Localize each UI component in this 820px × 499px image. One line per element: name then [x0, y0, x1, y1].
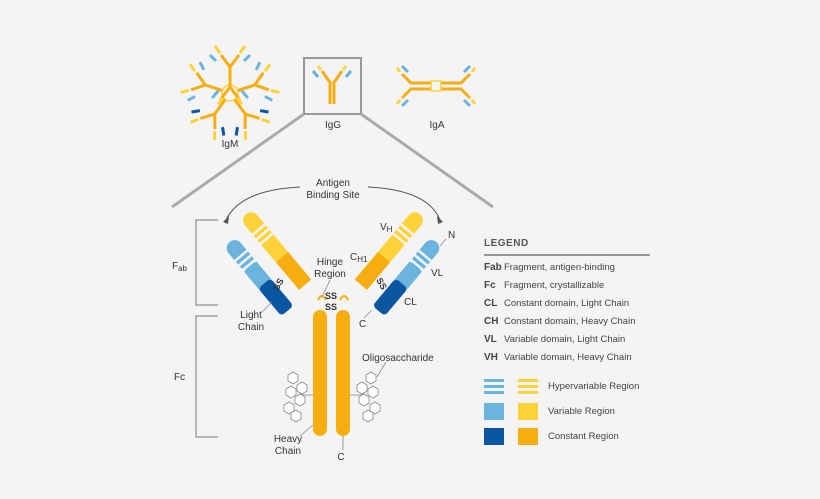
fab-bracket	[195, 219, 218, 306]
legend-desc: Constant domain, Heavy Chain	[504, 316, 636, 327]
fab-label: Fab	[172, 261, 188, 273]
antigen-binding-label-2: Binding Site	[306, 190, 360, 201]
igg-highlight-box	[303, 57, 362, 115]
oligosaccharide-label: Oligosaccharide	[362, 353, 434, 364]
heavy-chain-label-2: Chain	[275, 446, 301, 457]
hinge-connector-right	[339, 295, 349, 301]
light-chain-pointer	[261, 301, 273, 313]
constant-heavy-swatch	[518, 428, 538, 445]
oligosaccharide-left-icon	[283, 371, 313, 423]
legend-row-cl: CL Constant domain, Light Chain	[484, 298, 650, 316]
legend-abbr: VL	[484, 334, 497, 345]
c-terminal-light-label: C	[359, 319, 366, 330]
hypervariable-light-swatch	[484, 378, 504, 395]
zoom-line-left	[171, 112, 305, 209]
legend-desc: Variable domain, Heavy Chain	[504, 352, 632, 363]
heavy-chain-label-1: Heavy	[274, 434, 302, 445]
zoom-line-right	[360, 112, 494, 209]
igg-label: IgG	[325, 120, 341, 131]
legend-abbr: VH	[484, 352, 498, 363]
legend-row-ch: CH Constant domain, Heavy Chain	[484, 316, 650, 334]
iga-label: IgA	[429, 120, 444, 131]
swatch-label: Hypervariable Region	[548, 381, 640, 392]
oligosaccharide-pointer	[376, 361, 387, 378]
n-terminal-label: N	[448, 230, 455, 241]
heavy-chain-stem-right	[336, 310, 350, 436]
antigen-binding-label-1: Antigen	[316, 178, 350, 189]
light-chain-label-1: Light	[240, 310, 262, 321]
antigen-arc-right	[367, 186, 441, 221]
hinge-label-2: Region	[314, 269, 346, 280]
legend-row-vl: VL Variable domain, Light Chain	[484, 334, 650, 352]
ss-bond-hinge-2: SS	[325, 302, 337, 312]
hinge-connector-left	[317, 295, 327, 301]
variable-light-swatch	[484, 403, 504, 420]
legend-row-fab: Fab Fragment, antigen-binding	[484, 262, 650, 280]
c-terminal-light-pointer	[363, 309, 373, 319]
hinge-pointer	[321, 279, 331, 298]
constant-light-swatch	[484, 428, 504, 445]
igm-label: IgM	[222, 139, 239, 150]
legend-row-fc: Fc Fragment, crystallizable	[484, 280, 650, 298]
igg-monomer-icon	[311, 65, 353, 104]
fc-bracket	[195, 315, 218, 438]
ss-bond-hinge-1: SS	[325, 291, 337, 301]
ch1-label: CH1	[350, 252, 368, 264]
antigen-arc-left	[225, 186, 301, 221]
legend-abbr: CL	[484, 298, 498, 309]
legend-row-vh: VH Variable domain, Heavy Chain	[484, 352, 650, 370]
vl-label: VL	[431, 268, 444, 279]
legend-abbr: Fab	[484, 262, 502, 273]
legend-abbr: CH	[484, 316, 499, 327]
legend-desc: Fragment, antigen-binding	[504, 262, 615, 273]
left-arm: SS	[226, 212, 312, 315]
cl-label: CL	[404, 297, 417, 308]
legend-desc: Fragment, crystallizable	[504, 280, 605, 291]
oligosaccharide-right-icon	[350, 371, 381, 423]
hypervariable-heavy-swatch	[518, 378, 538, 395]
heavy-chain-pointer	[299, 424, 314, 437]
arrow-right-icon	[437, 216, 443, 224]
swatch-label: Variable Region	[548, 406, 615, 417]
arrow-left-icon	[223, 216, 229, 224]
legend-desc: Variable domain, Light Chain	[504, 334, 626, 345]
legend-desc: Constant domain, Light Chain	[504, 298, 630, 309]
swatch-label: Constant Region	[548, 431, 619, 442]
heavy-chain-stem-left	[313, 310, 327, 436]
fc-label: Fc	[174, 372, 185, 383]
legend-abbr: Fc	[484, 280, 496, 291]
igm-pentamer-icon	[180, 45, 280, 140]
c-terminal-heavy-label: C	[337, 452, 344, 463]
legend-panel: LEGEND Fab Fragment, antigen-binding Fc …	[484, 238, 650, 449]
light-chain-label-2: Chain	[238, 322, 264, 333]
right-arm: SS	[354, 212, 440, 315]
legend-swatch-variable: Variable Region	[484, 399, 650, 424]
variable-heavy-swatch	[518, 403, 538, 420]
vh-label: VH	[380, 222, 393, 234]
legend-swatch-hypervariable: Hypervariable Region	[484, 374, 650, 399]
hinge-label-1: Hinge	[317, 257, 344, 268]
iga-dimer-icon	[395, 64, 477, 108]
n-terminal-pointer	[439, 238, 447, 247]
legend-swatch-constant: Constant Region	[484, 424, 650, 449]
legend-title: LEGEND	[484, 238, 650, 256]
